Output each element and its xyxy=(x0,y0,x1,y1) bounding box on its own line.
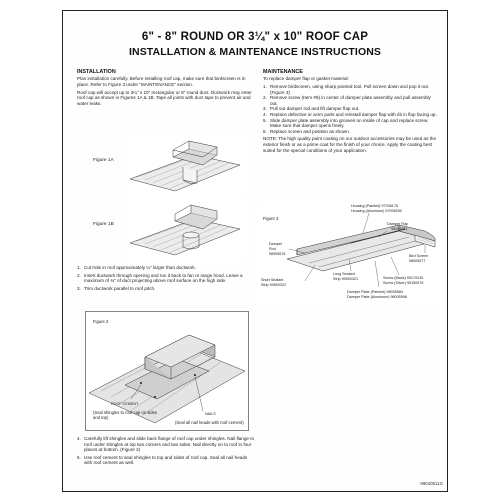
roof-cement-label: ROOF CEMENT xyxy=(111,402,139,406)
figure-3-illustration: Figure 3 Housing (Painted) 97006176 Ho xyxy=(259,201,443,305)
install-step-3: 3.Trim ductwork parallel to roof pitch. xyxy=(77,285,156,291)
damper-plate-painted-label: Damper Plate (Painted) 98005584 xyxy=(347,290,403,294)
installation-intro-2: Roof cap will accept up to 3¼" x 10" rec… xyxy=(77,89,252,106)
maint-step-2: 2.Remove screw (Item #8) in center of da… xyxy=(263,95,431,106)
bird-screen-label: Bird Screen xyxy=(409,254,428,258)
long-sealant-number: Strip 99500321 xyxy=(333,277,358,281)
installation-steps-1-3: 1.Cut hole in roof approximately ¼" larg… xyxy=(77,265,255,291)
maint-step-3: 3.Pull out damper rod and lift damper fl… xyxy=(263,106,360,112)
maint-step-4: 4.Replace defective or worn parts and re… xyxy=(263,111,437,117)
installation-steps-4-5: 4.Carefully lift shingles and slide back… xyxy=(77,436,255,466)
maintenance-heading: MAINTENANCE xyxy=(263,69,303,75)
figure-1a-label: Figure 1A xyxy=(93,158,114,163)
figure-1b-label: Figure 1B xyxy=(93,222,114,227)
install-step-1: 1.Cut hole in roof approximately ¼" larg… xyxy=(77,265,196,270)
installation-intro-1: Plan installation carefully. Before inst… xyxy=(77,76,246,87)
screw-black-label: Screw (Black) 99170245 xyxy=(383,276,423,280)
damper-rod-number: 98005576 xyxy=(269,252,285,256)
title-line-2: INSTALLATION & MAINTENANCE INSTRUCTIONS xyxy=(129,46,381,58)
install-step-2: 2.Insert ductwork through opening and ru… xyxy=(77,272,243,284)
document-code: 99040511G xyxy=(420,481,443,486)
maint-step-5: 5.Slide damper plate assembly into groov… xyxy=(263,117,429,129)
long-sealant-label: Long Sealant xyxy=(333,272,355,276)
maintenance-note: NOTE: The high quality paint coating on … xyxy=(263,136,437,153)
maint-step-1: 1.Remove birdscreen, using sharp pointed… xyxy=(263,83,430,95)
install-step-5: 5.Use roof cement to seal shingles to to… xyxy=(77,454,248,466)
title-line-1: 6" - 8" ROUND OR 3¼" x 10" ROOF CAP xyxy=(141,31,369,43)
nails-note: (Seal all nail heads with roof cement) xyxy=(175,420,244,425)
roof-cement-note: (Seal shingles to roof cap on sides and … xyxy=(93,410,158,420)
figure-1b-illustration xyxy=(125,197,245,261)
maintenance-intro: To replace damper flap or gasket materia… xyxy=(263,76,349,81)
damper-rod-label-1: Damper xyxy=(269,242,283,246)
figure-2-label: Figure 2 xyxy=(93,319,109,324)
short-sealant-number: Strip 99500322 xyxy=(261,283,286,287)
instruction-sheet: 6" - 8" ROUND OR 3¼" x 10" ROOF CAP INST… xyxy=(62,10,448,492)
screw-silver-label: Screw (Silver) 99150576 xyxy=(383,281,423,285)
nails-label: NAILS xyxy=(205,412,216,416)
damper-flap-number: 98005581 xyxy=(391,227,407,231)
figure-3-label: Figure 3 xyxy=(263,216,279,221)
housing-aluminum-label: Housing (Aluminum) 97006250 xyxy=(351,209,402,213)
damper-flap-label: Damper Flap xyxy=(387,222,408,226)
installation-intro: Plan installation carefully. Before inst… xyxy=(77,76,255,109)
bird-screen-number: 98005577 xyxy=(409,259,425,263)
maintenance-body: To replace damper flap or gasket materia… xyxy=(263,76,439,156)
damper-rod-label-2: Rod xyxy=(269,247,276,251)
installation-heading: INSTALLATION xyxy=(77,69,116,75)
figure-1a-illustration xyxy=(125,135,245,195)
maint-step-6: 6.Replace screen and position as shown. xyxy=(263,128,350,134)
short-sealant-label: Short Sealant xyxy=(261,278,283,282)
housing-painted-label: Housing (Painted) 97006176 xyxy=(351,204,398,208)
install-step-4: 4.Carefully lift shingles and slide back… xyxy=(77,436,255,453)
figure-2-illustration: Figure 2 ROOF CEMENT NAILS xyxy=(85,311,249,431)
damper-plate-aluminum-label: Damper Plate (Aluminum) 98005598 xyxy=(347,295,407,299)
